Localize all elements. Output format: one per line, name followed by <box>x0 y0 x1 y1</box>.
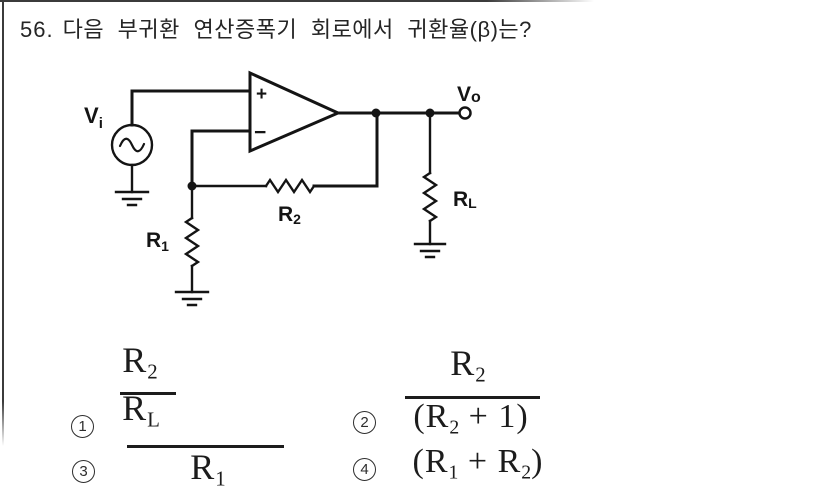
sine-icon <box>118 137 146 153</box>
choice-1-marker[interactable]: 1 <box>71 415 94 438</box>
choice-3-denominator: R1 <box>190 447 226 489</box>
vi-ground-icon <box>114 190 150 207</box>
r1-ground-icon <box>174 290 210 307</box>
rl-zigzag <box>421 171 439 223</box>
wire-minus-input <box>190 129 252 188</box>
opamp-minus-label: − <box>254 121 266 144</box>
rl-ground-icon <box>413 242 447 259</box>
vo-terminal-circle <box>458 106 472 120</box>
choice-2-fraction-bar <box>405 396 540 399</box>
junction-dot <box>371 108 381 118</box>
question-number: 56. <box>20 17 54 42</box>
vo-label: Vo <box>457 83 481 106</box>
choice-4-marker[interactable]: 4 <box>353 458 376 481</box>
r1-resistor: R1 <box>146 184 210 307</box>
choice-1-denominator: RL <box>122 388 160 432</box>
choice-4-expression: (R1 + R2) <box>412 443 544 484</box>
opamp: + − <box>248 70 342 154</box>
choice-1-numerator: R2 <box>122 340 158 384</box>
vo-terminal: Vo <box>457 83 481 120</box>
r1-label: R1 <box>146 229 169 254</box>
wire-feedback-right <box>312 111 379 188</box>
choice-2-marker[interactable]: 2 <box>353 411 376 434</box>
cell-border-left <box>2 0 4 446</box>
question-text: 다음 부귀환 연산증폭기 회로에서 귀환율(β)는? <box>62 17 532 42</box>
r1-zigzag <box>183 216 201 268</box>
choice-3-marker[interactable]: 3 <box>72 460 95 483</box>
rl-resistor: RL <box>413 111 477 259</box>
cell-border-top <box>0 0 594 2</box>
wire-vi-to-plus-input <box>130 89 252 127</box>
r2-label: R2 <box>278 203 301 227</box>
choice-1-fraction-bar <box>120 392 176 395</box>
opamp-triangle <box>248 70 342 154</box>
question-title: 56. 다음 부귀환 연산증폭기 회로에서 귀환율(β)는? <box>20 12 532 44</box>
opamp-plus-label: + <box>256 84 267 105</box>
rl-label: RL <box>453 188 477 211</box>
choice-3-fraction-bar <box>127 445 284 448</box>
choice-2-numerator: R2 <box>450 343 486 387</box>
choice-2-denominator: (R2 + 1) <box>413 398 529 439</box>
vi-label: Vi <box>84 103 103 132</box>
vi-source: Vi <box>84 89 252 207</box>
r2-zigzag <box>264 177 316 195</box>
r2-resistor: R2 <box>190 111 379 227</box>
